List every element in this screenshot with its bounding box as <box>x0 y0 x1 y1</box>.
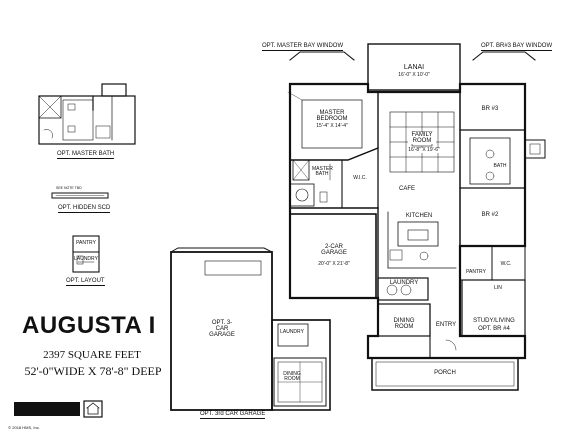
master-bath-room-label: MASTER BATH <box>312 166 333 177</box>
br3-label: BR #3 <box>481 106 499 112</box>
entry-label: ENTRY <box>435 322 457 328</box>
opt-hidden-scd-label: OPT. HIDDEN SCD <box>58 205 111 213</box>
square-feet: 2397 SQUARE FEET <box>43 349 141 361</box>
family-room-label: FAMILY ROOM <box>408 132 436 144</box>
opt-3rd-car-garage-label: OPT. 3rd CAR GARAGE <box>200 411 266 419</box>
pantry-label: PANTRY <box>466 269 486 275</box>
opt-master-bath-detail <box>38 83 136 145</box>
kitchen-label: KITCHEN <box>405 213 433 219</box>
linen-label: LIN <box>494 285 502 291</box>
opt-pantry-label: PANTRY <box>76 240 96 246</box>
opt-laundry-small-label: LAUNDRY <box>74 256 98 262</box>
builder-logos <box>14 400 103 418</box>
opt-master-bay-window-label: OPT. MASTER BAY WINDOW <box>262 43 344 51</box>
garage-2car-label: 2-CAR GARAGE <box>321 244 347 256</box>
opt-laundry-label: LAUNDRY <box>280 329 304 335</box>
opt-layout-label: OPT. LAYOUT <box>66 278 105 286</box>
lanai-label: LANAI <box>403 64 425 71</box>
bath-label: BATH <box>493 163 507 169</box>
cafe-label: CAFE <box>398 186 416 192</box>
opt-layout-detail <box>72 235 100 273</box>
opt-hidden-scd-detail <box>51 192 109 199</box>
porch-label: PORCH <box>434 370 456 376</box>
garage-dims: 20'-0" X 21'-8" <box>318 261 350 267</box>
plan-name: AUGUSTA I <box>22 312 156 339</box>
dining-room-label: DINING ROOM <box>393 318 415 330</box>
copyright: © 2018 HMS, Inc. <box>8 425 40 430</box>
opt-dining-label: DINING ROOM <box>283 371 301 382</box>
opt-garage-3car-label: OPT. 3-CAR GARAGE <box>209 320 235 338</box>
opt-br3-bay-window-label: OPT. BR#3 BAY WINDOW <box>481 43 553 51</box>
laundry-label: LAUNDRY <box>389 280 419 286</box>
lanai-dims: 16'-0" X 10'-0" <box>398 72 430 78</box>
wc-label: W.C. <box>500 261 512 267</box>
wic-label: W.I.C. <box>353 175 367 181</box>
house-dimensions: 52'-0"WIDE X 78'-8" DEEP <box>24 364 162 378</box>
opt-3rd-car-garage-plan <box>170 247 331 411</box>
opt-br4-label: OPT. BR #4 <box>478 326 510 332</box>
opt-master-bath-label: OPT. MASTER BATH <box>57 151 115 159</box>
master-dims: 15'-4" X 14'-4" <box>316 123 348 129</box>
family-dims: 16'-8" X 19'-6" <box>408 147 440 153</box>
br2-label: BR #2 <box>481 212 499 218</box>
hidden-scd-note: SEE NOTE TBD <box>56 186 82 190</box>
study-living-label: STUDY/LIVING <box>473 318 515 324</box>
master-bedroom-label: MASTER BEDROOM <box>316 110 348 122</box>
